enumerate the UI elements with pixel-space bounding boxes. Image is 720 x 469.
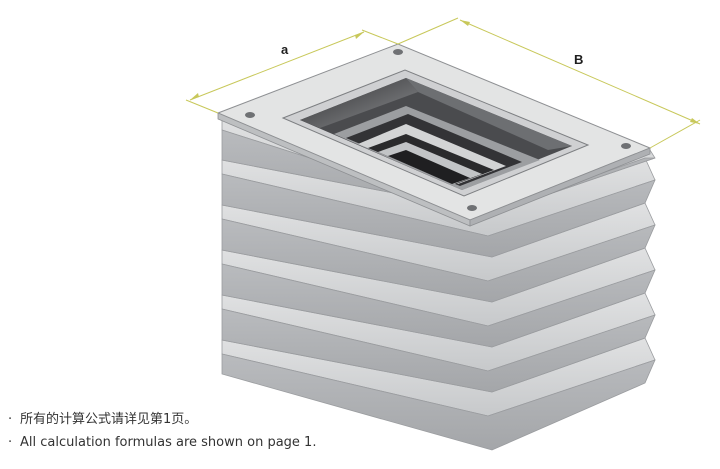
bolt-hole (245, 112, 255, 118)
bolt-hole (467, 205, 477, 211)
dimension-a-label: a (281, 42, 289, 57)
note-text-cn: 所有的计算公式请详见第1页。 (20, 412, 198, 427)
notes: · 所有的计算公式请详见第1页。 · All calculation formu… (8, 408, 316, 454)
dimension-b (397, 17, 701, 149)
dimension-a (185, 29, 399, 114)
dimension-b-line (459, 19, 701, 125)
bellows-interior (300, 78, 572, 190)
note-line-en: · All calculation formulas are shown on … (8, 431, 316, 454)
note-text-en: All calculation formulas are shown on pa… (20, 435, 317, 450)
bolt-hole (393, 49, 403, 55)
note-bullet: · (8, 412, 13, 427)
note-bullet: · (8, 435, 13, 450)
dimension-b-label: B (574, 52, 583, 67)
dimension-a-line (189, 31, 365, 101)
note-line-cn: · 所有的计算公式请详见第1页。 (8, 408, 316, 431)
bolt-hole (621, 143, 631, 149)
